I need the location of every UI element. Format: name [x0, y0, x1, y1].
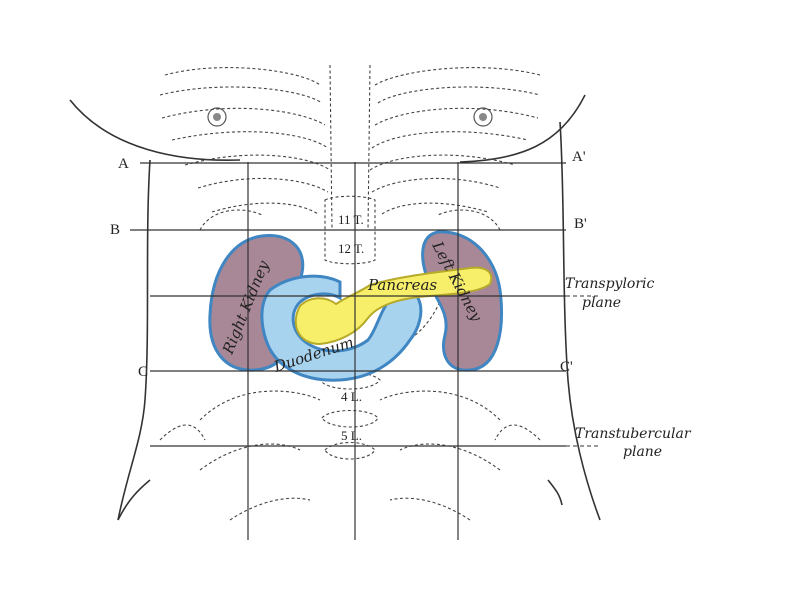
plane-c-left-label: C [138, 364, 148, 380]
transtubercular-label-line1: Transtubercular [575, 426, 692, 442]
nipples [207, 107, 493, 127]
plane-a-left-label: A [118, 156, 129, 172]
plane-c-right-label: C' [560, 359, 573, 375]
pancreas-label: Pancreas [367, 276, 437, 294]
vertebra-t11-label: 11 T. [338, 212, 364, 227]
organs [208, 230, 503, 382]
plane-a-right-label: A' [572, 149, 586, 165]
vertebra-labels: 11 T. 12 T. 4 L. 5 L. [338, 212, 364, 443]
vertebra-t12-label: 12 T. [338, 241, 364, 256]
transtubercular-label-line2: plane [623, 444, 662, 460]
plane-labels: A A' B B' C C' Transpyloric plane Transt… [110, 149, 692, 460]
transpyloric-label-line1: Transpyloric [565, 276, 655, 292]
vertebra-l4-label: 4 L. [341, 389, 362, 404]
torso-outline [69, 94, 601, 521]
transpyloric-label-line2: plane [582, 295, 621, 311]
vertebra-l5-label: 5 L. [341, 428, 362, 443]
plane-b-right-label: B' [574, 216, 587, 232]
region-grid [130, 162, 600, 540]
plane-b-left-label: B [110, 222, 120, 238]
